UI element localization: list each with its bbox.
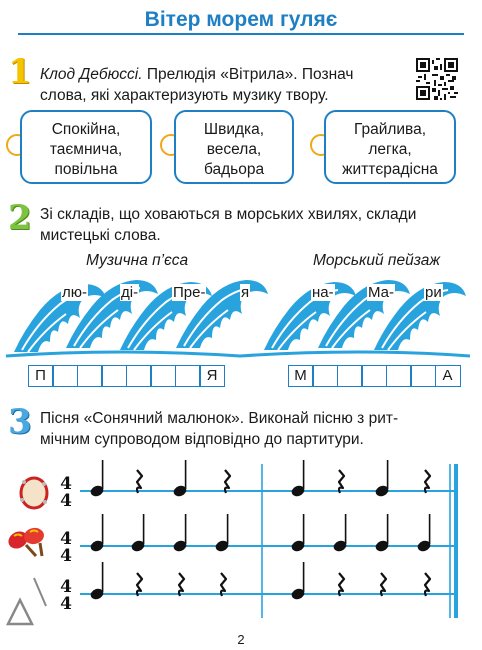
- option-2-line-1: Швидка,: [203, 121, 265, 138]
- answer-cell[interactable]: [101, 365, 127, 387]
- answer-cell[interactable]: [385, 365, 412, 387]
- answer-cell[interactable]: Я: [199, 365, 225, 387]
- answer-cell[interactable]: [76, 365, 103, 387]
- task1-composer: Клод Дебюссі.: [40, 66, 143, 83]
- task2-text: Зі складів, що ховаються в морських хвил…: [40, 204, 470, 246]
- option-1-line-2: таємнича,: [49, 141, 123, 158]
- option-2-line-2: весела,: [206, 141, 262, 158]
- task-number-1: 1: [8, 52, 32, 92]
- task3-line1: Пісня «Сонячний малюнок». Виконай пісню …: [40, 410, 399, 427]
- answer-cell[interactable]: [312, 365, 338, 387]
- answer-cell[interactable]: [336, 365, 363, 387]
- option-card-2: Швидка, весела, бадьора: [174, 110, 294, 184]
- answer-cell[interactable]: М: [287, 365, 314, 387]
- task1-line1-rest: Прелюдія «Вітрила». Познач: [142, 66, 354, 83]
- right-answer-boxes: М А: [287, 365, 461, 387]
- right-syllable-2: Ма-: [367, 284, 396, 301]
- right-syllable-1: на-: [311, 284, 335, 301]
- time-signature-bottom: 4: [60, 594, 72, 614]
- task3-line2: мічним супроводом відповідно до партитур…: [40, 431, 364, 448]
- answer-cell[interactable]: [361, 365, 387, 387]
- time-signature-top: 4: [60, 529, 72, 549]
- qr-code-icon[interactable]: [416, 58, 458, 100]
- left-answer-boxes: П Я: [27, 365, 225, 387]
- task1-line1: Клод Дебюссі. Прелюдія «Вітрила». Познач: [40, 64, 415, 85]
- task1-text: Клод Дебюссі. Прелюдія «Вітрила». Познач…: [40, 64, 415, 106]
- left-syllable-1: лю-: [61, 284, 88, 301]
- time-signature-top: 4: [60, 474, 72, 494]
- time-signature-bottom: 4: [60, 491, 72, 511]
- task-number-3: 3: [8, 402, 32, 442]
- sea-waves-illustration: [5, 279, 471, 358]
- answer-cell[interactable]: П: [27, 365, 54, 387]
- option-3-line-2: легка,: [368, 141, 412, 158]
- option-1-line-3: повільна: [54, 161, 118, 178]
- answer-cell[interactable]: [125, 365, 152, 387]
- answer-cell[interactable]: [410, 365, 436, 387]
- answer-cell[interactable]: А: [434, 365, 461, 387]
- right-syllable-3: ри: [424, 284, 443, 301]
- left-syllable-4: я: [240, 284, 251, 301]
- tambourine-icon: [19, 476, 49, 510]
- option-3-line-1: Грайлива,: [353, 121, 427, 138]
- answer-cell[interactable]: [174, 365, 201, 387]
- rhythm-score: 44 44 44: [5, 460, 458, 626]
- page-number: 2: [237, 632, 245, 647]
- maracas-icon: [8, 527, 44, 558]
- title-underline: [18, 33, 464, 35]
- option-card-3: Грайлива, легка, життєрадісна: [324, 110, 456, 184]
- time-signature-bottom: 4: [60, 546, 72, 566]
- task2-line1: Зі складів, що ховаються в морських хвил…: [40, 206, 417, 223]
- left-syllable-2: ді-: [120, 284, 140, 301]
- option-card-1: Спокійна, таємнича, повільна: [20, 110, 152, 184]
- triangle-icon: [5, 577, 47, 626]
- answer-cell[interactable]: [150, 365, 176, 387]
- option-1-line-1: Спокійна,: [51, 121, 121, 138]
- page-title: Вітер морем гуляє: [144, 8, 338, 31]
- task2-line2: мистецькі слова.: [40, 227, 161, 244]
- task1-line2: слова, які характеризують музику твору.: [40, 87, 329, 104]
- option-2-line-3: бадьора: [203, 161, 265, 178]
- option-3-line-3: життєрадісна: [342, 161, 438, 178]
- left-syllable-3: Пре-: [172, 284, 207, 301]
- time-signature-top: 4: [60, 577, 72, 597]
- task3-text: Пісня «Сонячний малюнок». Виконай пісню …: [40, 408, 470, 450]
- right-subtitle: Морський пейзаж: [313, 252, 441, 269]
- answer-cell[interactable]: [52, 365, 78, 387]
- left-subtitle: Музична п’єса: [86, 252, 189, 269]
- header: Вітер морем гуляє: [0, 0, 482, 38]
- task-number-2: 2: [8, 198, 32, 238]
